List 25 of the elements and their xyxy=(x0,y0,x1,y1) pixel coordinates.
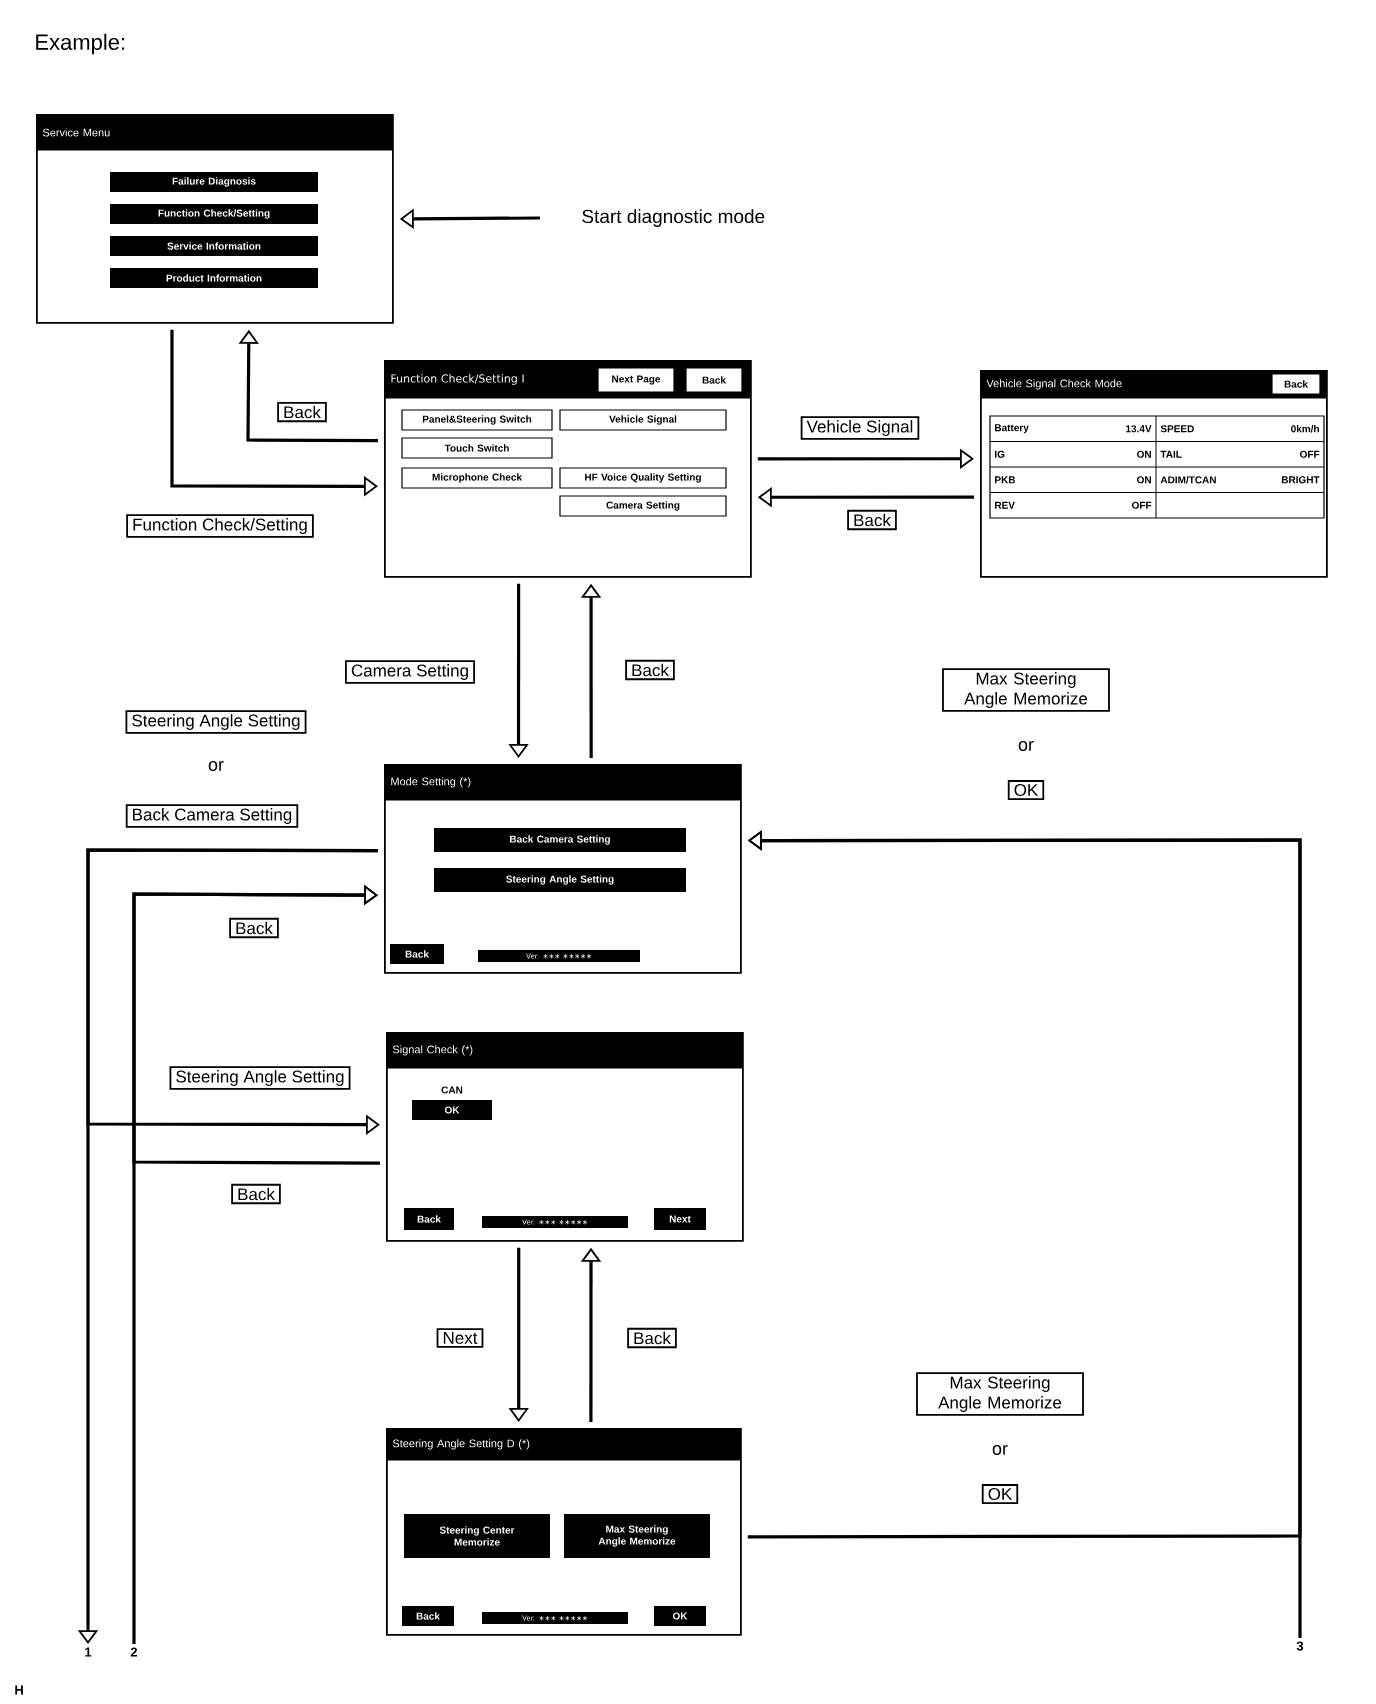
edge-label: Back xyxy=(277,401,327,423)
edge-label: Back xyxy=(847,509,897,531)
edge-label: Function Check/Setting xyxy=(126,514,314,538)
arrow xyxy=(132,884,380,1165)
or-text: or xyxy=(992,1445,1008,1455)
step-label: OK xyxy=(981,1484,1019,1504)
instruction-text: Start diagnostic mode xyxy=(582,209,765,227)
or-text: or xyxy=(208,761,224,771)
step-label: Back Camera Setting xyxy=(125,804,299,828)
step-label: OK xyxy=(1007,780,1045,800)
edge-label: Camera Setting xyxy=(345,660,475,684)
edge-label: Next xyxy=(436,1328,484,1348)
edge-label: Steering Angle Setting xyxy=(169,1066,351,1090)
edge-label: Back xyxy=(229,917,279,939)
edge-label: Back xyxy=(627,1327,677,1349)
arrow xyxy=(757,448,974,469)
edge-label: Back xyxy=(231,1183,281,1205)
edge-label: Vehicle Signal xyxy=(800,416,920,440)
or-text: or xyxy=(1018,741,1034,751)
step-label: Steering Angle Setting xyxy=(125,710,307,734)
step-label: Max Steering Angle Memorize xyxy=(942,668,1110,712)
heading: Example: xyxy=(36,33,125,55)
edge-label: Back xyxy=(625,659,675,681)
arrow xyxy=(86,848,380,1135)
step-label: Max Steering Angle Memorize xyxy=(916,1372,1084,1416)
